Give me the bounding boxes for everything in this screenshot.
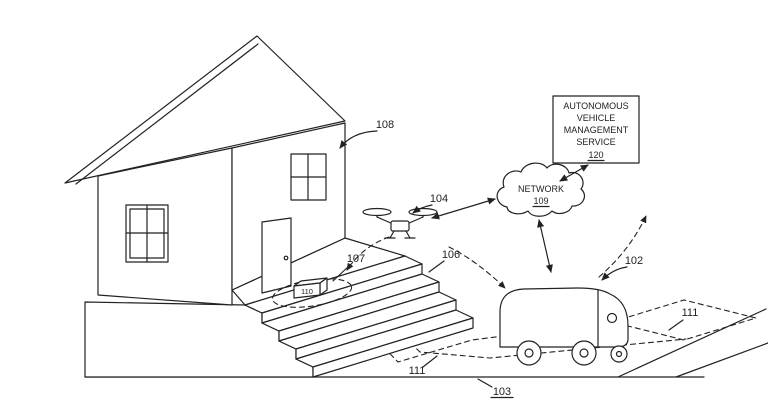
stair-riser — [312, 317, 474, 378]
lane-marker — [609, 299, 759, 341]
front-window — [125, 204, 169, 263]
robot-sensor — [606, 312, 618, 324]
house-ref-leader — [339, 130, 378, 149]
delivery-area-ref-label: 107 — [347, 253, 365, 265]
robot-wheel-right-hub — [579, 348, 589, 358]
road-edge-near — [675, 342, 768, 378]
drone-arm-left — [376, 216, 394, 225]
link-network-service — [559, 164, 589, 182]
door — [261, 217, 292, 294]
network-ref-label: 109 — [533, 196, 548, 206]
ground-ref-label: 103 — [493, 386, 511, 398]
path-left-ref-label: 111 — [409, 365, 426, 377]
service-box-line4: SERVICE — [576, 137, 615, 147]
path-left-ref-leader — [422, 355, 438, 368]
drone-leg-left — [389, 230, 395, 239]
delivery-drone — [362, 207, 438, 239]
reference-labels: 108 104 106 107 102 111 111 103 — [332, 119, 699, 399]
robot-wheel-left-hub — [524, 348, 534, 358]
arc-robot-upright — [598, 215, 647, 278]
delivery-zone-ellipse — [271, 278, 353, 308]
drone-leg-right — [405, 230, 411, 239]
side-window — [290, 153, 327, 201]
path-line-a — [339, 301, 613, 363]
service-box-ref-label: 120 — [588, 150, 603, 160]
drone-body — [390, 220, 410, 232]
robot-body — [499, 287, 629, 348]
door-panel — [261, 217, 292, 294]
delivery-zone: 110 — [271, 277, 353, 308]
link-network-robot — [537, 219, 553, 273]
service-box-line2: VEHICLE — [577, 113, 616, 123]
stairs — [244, 255, 474, 378]
road-edge-far — [617, 308, 767, 378]
door-knob — [283, 255, 289, 261]
ground-ref-leader — [477, 378, 493, 388]
network-cloud: NETWORK 109 — [496, 162, 585, 217]
stairs-ref-label: 106 — [442, 249, 460, 261]
drone-rotor-right — [408, 207, 438, 217]
drone-ref-label: 104 — [430, 193, 448, 205]
robot-wheel-front-hub — [615, 350, 623, 358]
communication-links — [431, 164, 589, 273]
service-box-frame — [552, 95, 640, 164]
service-box: AUTONOMOUS VEHICLE MANAGEMENT SERVICE 12… — [552, 95, 640, 164]
lane-right-ref-label: 111 — [682, 307, 699, 319]
robot-ref-label: 102 — [625, 255, 643, 267]
house-ref-label: 108 — [376, 119, 394, 131]
arc-to-robot-left — [448, 246, 506, 289]
roof — [64, 35, 346, 184]
service-box-line3: MANAGEMENT — [564, 125, 629, 135]
delivery-robot — [499, 287, 629, 366]
roof-fascia-line — [75, 43, 259, 185]
lane-right-ref-leader — [668, 319, 684, 331]
trajectory-arcs — [346, 215, 647, 289]
robot-ref-leader — [601, 266, 628, 281]
house — [64, 35, 346, 306]
package-front — [293, 282, 321, 299]
arc-drone-to-porch — [346, 236, 390, 271]
stairs-ref-leader — [428, 260, 445, 273]
network-name-label: NETWORK — [518, 184, 564, 194]
delivery-area-ref-leader — [332, 264, 351, 282]
service-box-line1: AUTONOMOUS — [563, 101, 628, 111]
drone-rotor-left — [362, 207, 392, 217]
package-ref-label: 110 — [301, 287, 313, 296]
drone-arm-right — [406, 216, 424, 225]
link-drone-network — [431, 197, 496, 220]
drone-ref-leader — [412, 204, 433, 214]
